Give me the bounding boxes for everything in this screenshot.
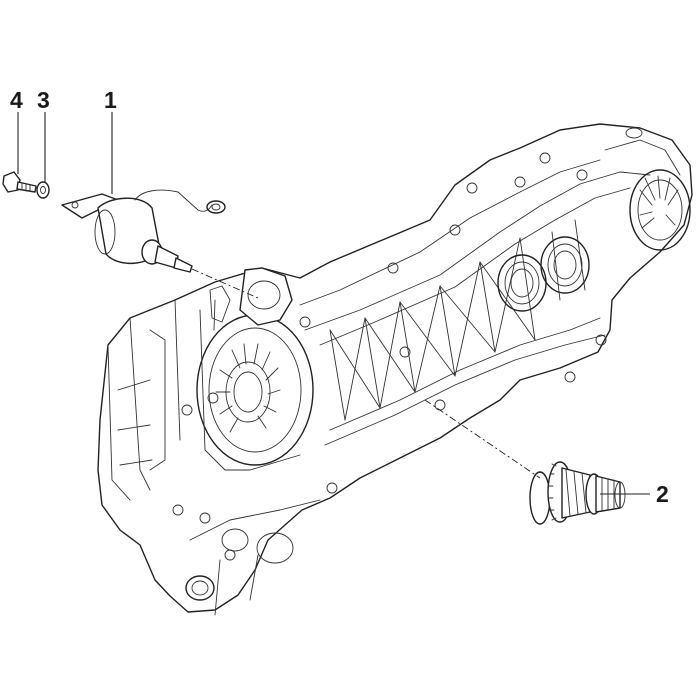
gear-axis-line	[424, 399, 541, 479]
callout-part-4: 4	[10, 87, 23, 113]
callout-part-1: 1	[104, 87, 117, 113]
crankcase-housing	[97, 123, 693, 616]
bolt-part-4	[2, 171, 37, 193]
callout-part-3: 3	[37, 87, 50, 113]
starter-axis-line	[191, 268, 259, 299]
callout-part-2: 2	[656, 481, 669, 507]
starter-gear-part-2	[529, 461, 626, 525]
washer-part-3	[36, 181, 50, 199]
starter-motor-part-1	[61, 189, 226, 273]
